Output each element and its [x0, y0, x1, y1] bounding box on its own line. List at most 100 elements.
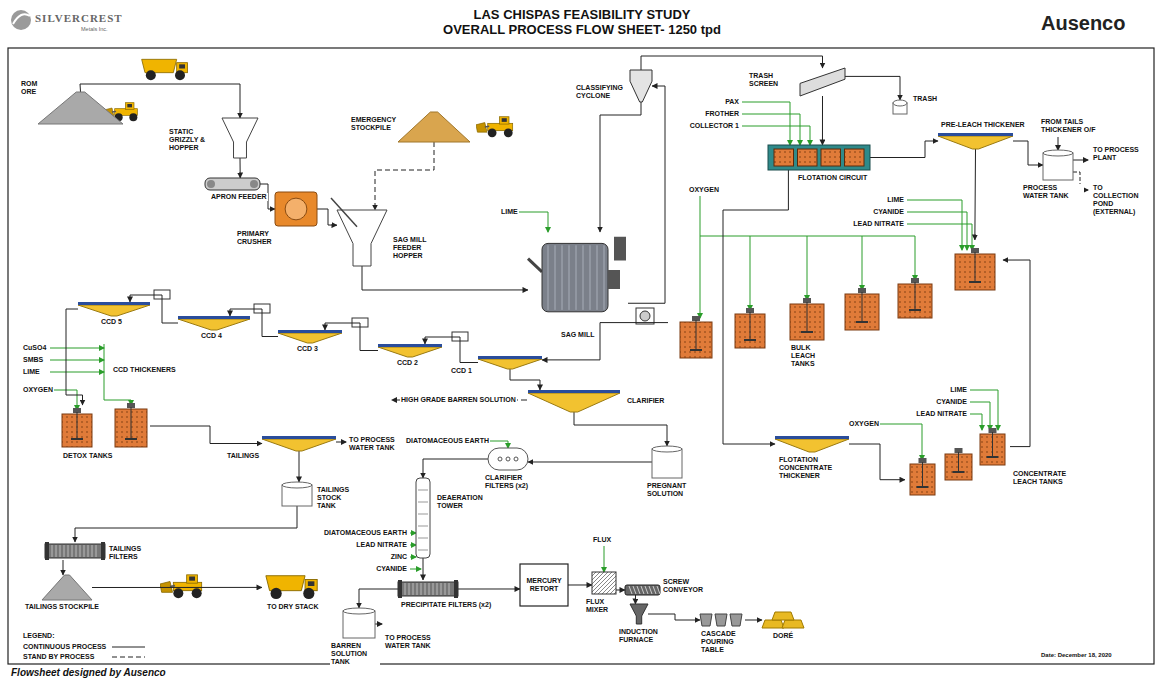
equipment-node: DORÉ — [762, 612, 804, 628]
drawing-part — [488, 448, 528, 470]
equipment-icon — [1043, 150, 1073, 180]
equipment-node: CASCADE POURING TABLE — [700, 614, 745, 626]
flow-line — [423, 459, 488, 478]
drawing-part — [520, 564, 568, 606]
flow-line — [510, 369, 540, 390]
flow-line — [1003, 260, 1030, 447]
equipment-node: INDUCTION FURNACE — [630, 604, 648, 624]
equipment-icon — [488, 448, 528, 470]
drawing-part — [418, 502, 428, 503]
equipment-icon — [378, 344, 442, 357]
flow-line — [542, 323, 668, 360]
equipment-icon — [630, 604, 648, 624]
drawing-part — [583, 245, 584, 310]
drawing-part — [262, 436, 336, 439]
equipment-label: TAILINGS STOCK TANK — [316, 486, 361, 510]
drawing-part — [876, 424, 922, 460]
annotation: DIATOMACEOUS EARTH — [405, 437, 490, 445]
drawing-part — [742, 102, 790, 145]
drawing-part — [782, 620, 804, 628]
drawing-part — [915, 236, 916, 280]
drawing-part — [76, 545, 77, 557]
drawing-part — [410, 557, 416, 558]
drawing-part — [696, 320, 697, 350]
drawing-part — [50, 390, 77, 410]
annotation: CYANIDE — [860, 208, 905, 216]
drawing-part — [750, 236, 751, 310]
equipment-icon — [278, 330, 342, 343]
drawing-part — [807, 236, 808, 300]
drawing-part — [915, 282, 916, 310]
drawing-part — [378, 344, 442, 347]
equipment-icon — [630, 70, 652, 102]
equipment-node: TO DRY STACK — [262, 572, 322, 600]
equipment-icon — [652, 446, 682, 478]
label-holder: TO PROCESS WATER TANK — [384, 634, 444, 650]
drawing-part — [416, 478, 430, 558]
flow-line — [745, 620, 762, 621]
drawing-part — [975, 252, 976, 282]
drawing-part — [700, 196, 701, 318]
drawing-part — [528, 259, 542, 272]
equipment-node: STATIC GRIZZLY & HOPPER — [222, 118, 258, 158]
drawing-part — [657, 586, 660, 594]
label-holder: SMBS — [22, 356, 44, 364]
equipment-icon — [768, 145, 870, 170]
drawing-part — [92, 545, 93, 557]
annotation: Date: December 18, 2020 — [1040, 652, 1113, 659]
equipment-label: CCD 1 — [450, 367, 473, 375]
drawing-part — [178, 319, 250, 330]
drawing-part — [629, 586, 632, 594]
flow-line — [574, 412, 667, 446]
annotation: LEAD NITRATE — [845, 220, 905, 228]
drawing-part — [518, 212, 548, 232]
annotation: CYANIDE — [920, 398, 968, 406]
drawing-part — [72, 545, 73, 557]
equipment-icon — [398, 580, 458, 598]
equipment-node: ROM ORE — [38, 92, 123, 124]
annotation: LIME — [22, 368, 41, 376]
equipment-label: INDUCTION FURNACE — [618, 628, 666, 644]
drawing-part — [528, 390, 620, 393]
drawing-part — [425, 583, 426, 595]
drawing-part — [437, 583, 438, 595]
drawing-part — [608, 270, 620, 289]
drawing-part — [50, 348, 104, 349]
legend-text: STAND BY PROCESS — [22, 653, 95, 661]
drawing-part — [13, 14, 30, 24]
flow-line — [635, 595, 636, 604]
flow-line — [723, 170, 788, 444]
equipment-icon — [222, 118, 258, 158]
drawing-part — [652, 446, 682, 452]
drawing-part — [398, 580, 402, 598]
annotation: LIME — [920, 386, 968, 394]
equipment-node: PRE-LEACH THICKENER — [938, 133, 1013, 149]
drawing-part — [222, 118, 258, 158]
equipment-node: BARREN SOLUTION TANK — [343, 608, 375, 638]
drawing-part — [278, 333, 342, 343]
drawing-part — [970, 390, 998, 430]
equipment-label: CASCADE POURING TABLE — [700, 630, 755, 654]
flow-line — [648, 614, 700, 620]
drawing-part — [917, 486, 929, 488]
equipment-label: PRIMARY CRUSHER — [236, 230, 276, 246]
flow-line — [528, 461, 652, 462]
equipment-label: PRECIPITATE FILTERS (x2) — [400, 601, 492, 609]
equipment-label: CONCENTRATE LEACH TANKS — [1012, 470, 1072, 486]
equipment-label: PREGNANT SOLUTION — [646, 482, 696, 498]
equipment-node: CCD 4 — [178, 316, 250, 330]
drawing-part — [45, 544, 105, 558]
annotation: CCD THICKENERS — [112, 366, 177, 374]
drawing-part — [1073, 160, 1088, 161]
drawing-part — [63, 56, 1043, 620]
drawing-part — [548, 245, 549, 310]
equipment-label: DEAERATION TOWER — [436, 494, 486, 510]
drawing-part — [42, 575, 92, 600]
drawing-part — [821, 149, 841, 166]
equipment-node: FLOTATION CIRCUIT — [768, 145, 870, 170]
drawing-part — [77, 412, 78, 439]
label-holder: FROTHER — [700, 110, 740, 118]
equipment-label: FLUX MIXER — [585, 598, 615, 614]
